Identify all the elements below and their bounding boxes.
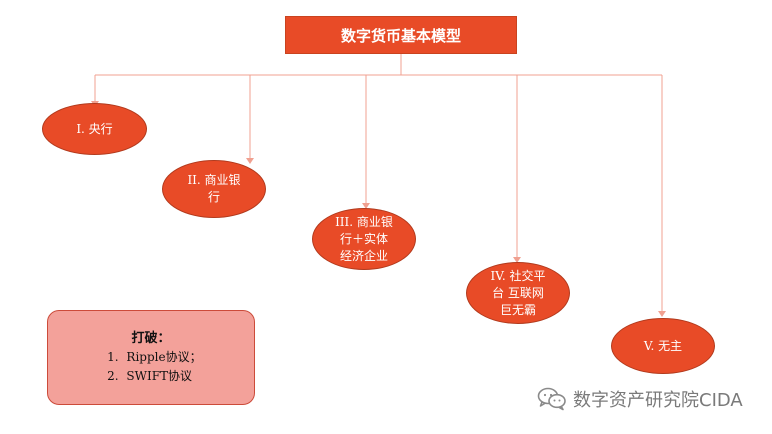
node-commercial-bank-line-1: II. 商业银 [187, 173, 241, 187]
breakthrough-item-swift: SWIFT协议 [122, 367, 201, 386]
node-social-platform-line-3: 巨无霸 [499, 302, 536, 317]
node-commercial-bank-enterprise: III. 商业银 行＋实体 经济企业 [312, 208, 416, 270]
breakthrough-item-ripple: Ripple协议； [122, 348, 201, 367]
wechat-icon [537, 387, 566, 411]
watermark: 数字资产研究院CIDA [537, 384, 743, 414]
node-social-platform-line-2: 台 互联网 [492, 285, 544, 300]
branch-commercial-bank-enterprise [362, 75, 370, 209]
branch-no-master [658, 75, 666, 317]
node-no-master-line-1: V. 无主 [643, 338, 683, 353]
diagram-title-box: 数字货币基本模型 [285, 16, 517, 54]
node-social-platform: IV. 社交平 台 互联网 巨无霸 [466, 262, 570, 324]
node-central-bank-line-1: I. 央行 [76, 121, 113, 136]
node-commercial-bank-enterprise-line-3: 经济企业 [339, 248, 388, 263]
node-no-master: V. 无主 [611, 318, 715, 374]
node-commercial-bank-line-2: 行 [207, 190, 220, 204]
node-social-platform-line-1: IV. 社交平 [490, 268, 546, 283]
node-central-bank: I. 央行 [42, 103, 147, 155]
branch-social-platform [513, 75, 521, 263]
node-commercial-bank-enterprise-line-1: III. 商业银 [335, 214, 393, 229]
breakthrough-title: 打破： [131, 331, 171, 346]
node-commercial-bank: II. 商业银 行 [162, 160, 266, 218]
branch-commercial-bank [246, 75, 254, 164]
breakthrough-list: Ripple协议； SWIFT协议 [100, 348, 201, 386]
breakthrough-callout: 打破： Ripple协议； SWIFT协议 [47, 310, 255, 405]
node-commercial-bank-enterprise-line-2: 行＋实体 [339, 231, 388, 246]
watermark-text: 数字资产研究院CIDA [573, 390, 743, 411]
diagram-title: 数字货币基本模型 [340, 26, 461, 45]
